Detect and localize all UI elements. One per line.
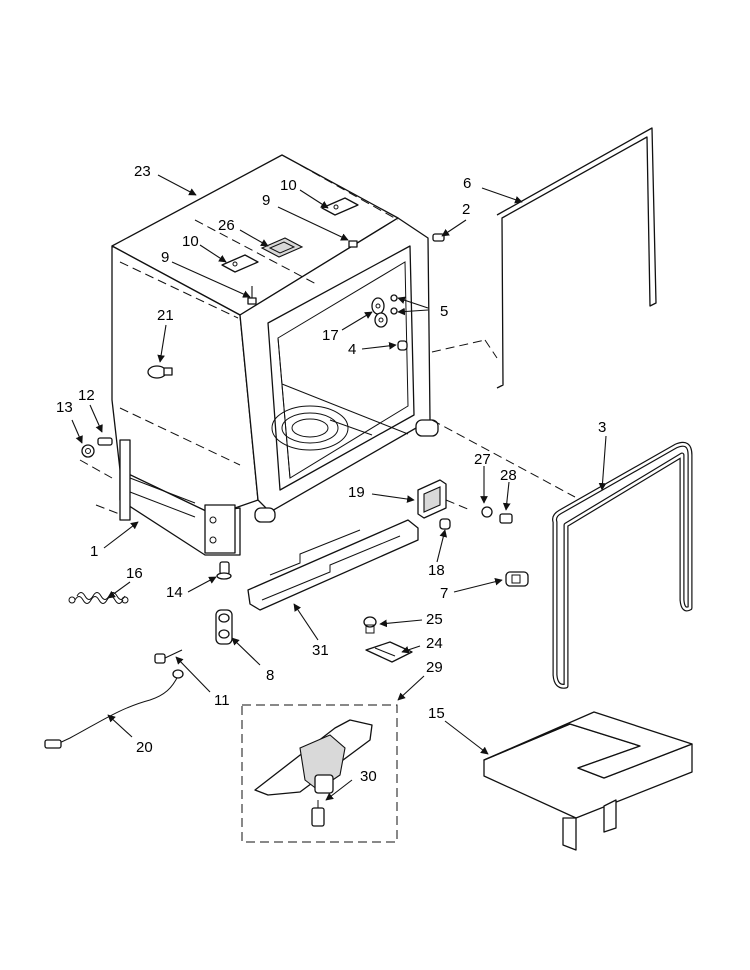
callout-18: 18 [428, 562, 445, 579]
callout-10-left: 10 [182, 233, 199, 250]
callout-4: 4 [348, 341, 356, 358]
toe-panel [247, 519, 419, 611]
plug-button [147, 365, 173, 379]
callout-27: 27 [474, 451, 491, 468]
callout-29: 29 [426, 659, 443, 676]
callout-12: 12 [78, 387, 95, 404]
callout-26: 26 [218, 217, 235, 234]
callout-7: 7 [440, 585, 448, 602]
top-door-seal [431, 127, 657, 389]
callout-23: 23 [134, 163, 151, 180]
callout-31: 31 [312, 642, 329, 659]
callout-30: 30 [360, 768, 377, 785]
callout-19: 19 [348, 484, 365, 501]
door-gasket [552, 441, 693, 689]
callout-13: 13 [56, 399, 73, 416]
wire-harness-brackets [363, 616, 413, 663]
mounting-bracket [417, 479, 513, 530]
callout-28: 28 [500, 467, 517, 484]
callout-9-right: 9 [262, 192, 270, 209]
leader-lines [71, 174, 607, 801]
callout-25: 25 [426, 611, 443, 628]
callout-20: 20 [136, 739, 153, 756]
callout-21: 21 [157, 307, 174, 324]
callout-1: 1 [90, 543, 98, 560]
callout-labels: 23 10 9 26 10 9 21 6 2 5 17 4 13 12 3 27… [56, 163, 606, 785]
vent-fittings [371, 233, 445, 351]
callout-14: 14 [166, 584, 183, 601]
callout-10-right: 10 [280, 177, 297, 194]
callout-17: 17 [322, 327, 339, 344]
clip [215, 609, 233, 645]
callout-3: 3 [598, 419, 606, 436]
door-strike [505, 571, 529, 587]
screw-and-thermistor [44, 649, 184, 749]
door-spring [68, 592, 129, 604]
leveling-leg [216, 561, 232, 580]
callout-24: 24 [426, 635, 443, 652]
side-screws [79, 437, 123, 516]
tub-assembly [111, 154, 439, 556]
callout-5: 5 [440, 303, 448, 320]
callout-9-left: 9 [161, 249, 169, 266]
callout-8: 8 [266, 667, 274, 684]
wash-arm-assembly [241, 704, 398, 843]
callout-15: 15 [428, 705, 445, 722]
hinge-bracket-right [321, 197, 359, 248]
callout-2: 2 [462, 201, 470, 218]
label-plate [260, 237, 304, 258]
callout-6: 6 [463, 175, 471, 192]
callout-11: 11 [214, 692, 230, 709]
callout-16: 16 [126, 565, 143, 582]
base-plate [483, 711, 693, 851]
hinge-bracket-left [221, 254, 259, 305]
